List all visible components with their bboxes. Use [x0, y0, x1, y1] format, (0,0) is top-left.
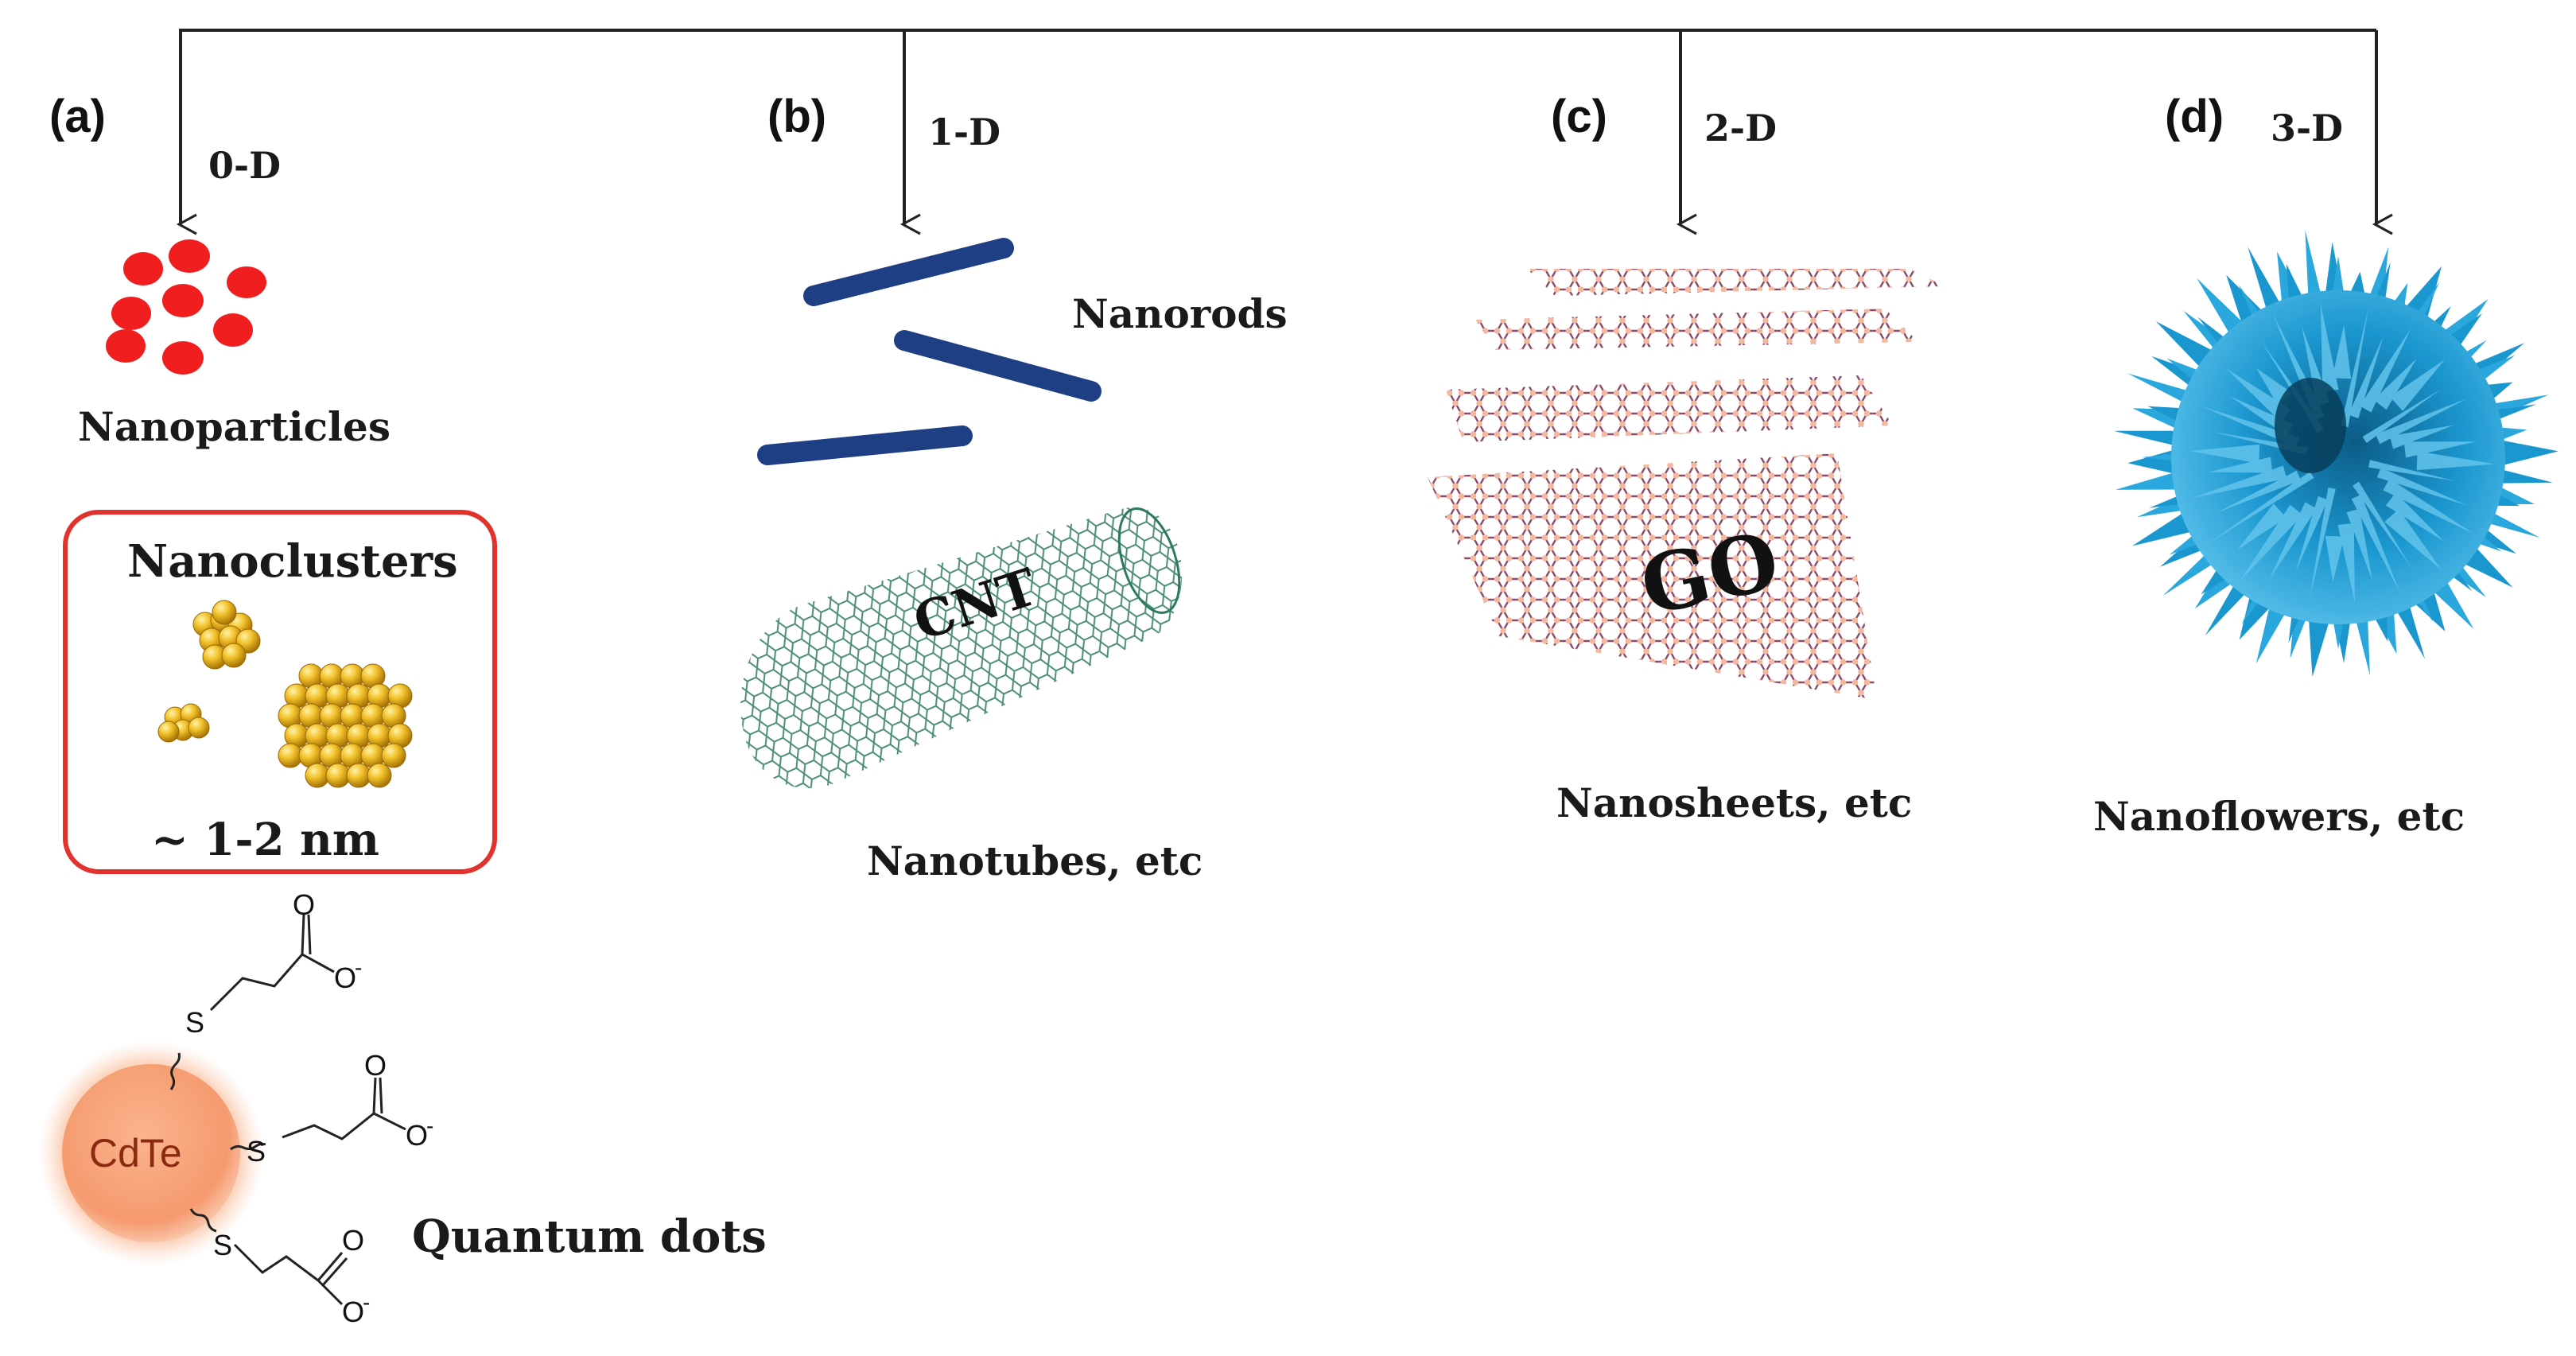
sulfur-label-3: S [213, 1229, 233, 1261]
oxygen-label-3: O [342, 1224, 365, 1257]
nanoflowers-label: Nanoflowers, etc [2093, 793, 2465, 840]
nanorods-label: Nanorods [1072, 290, 1288, 337]
cluster-size-label: ~ 1-2 nm [151, 814, 380, 866]
nanoparticles-graphic [106, 239, 266, 375]
nanoparticles-label: Nanoparticles [78, 403, 390, 450]
carboxylate-label-3: O [342, 1296, 365, 1328]
quantum-dots-label: Quantum dots [412, 1210, 767, 1263]
carboxylate-label-1: O [334, 962, 357, 994]
charge-label-3: - [363, 1290, 371, 1315]
graphene-oxide-sheets-graphic [1428, 269, 1945, 700]
nanorods-graphic [757, 238, 1102, 465]
panel-label-a: (a) [49, 91, 106, 142]
oxygen-label-2: O [364, 1049, 387, 1082]
nanotubes-label: Nanotubes, etc [867, 837, 1203, 884]
charge-label-1: - [355, 955, 363, 980]
quantum-dot-graphic [38, 914, 406, 1306]
cdte-core-label: CdTe [89, 1131, 182, 1175]
oxygen-label-1: O [293, 888, 316, 921]
carbon-nanotube-graphic [740, 507, 1183, 789]
ligand-chain-3 [233, 1243, 319, 1282]
sulfur-label-1: S [185, 1006, 205, 1039]
charge-label-2: - [426, 1113, 434, 1138]
nanosheets-label: Nanosheets, etc [1556, 779, 1913, 826]
tree-connector [176, 29, 2393, 235]
carboxylate-label-2: O [406, 1119, 429, 1152]
dimension-label-2d: 2-D [1704, 107, 1777, 150]
dimension-label-3d: 3-D [2271, 107, 2343, 150]
nanoflower-graphic [2114, 230, 2559, 678]
panel-label-d: (d) [2165, 91, 2224, 142]
panel-label-b: (b) [767, 91, 827, 142]
wavy-bond [230, 1142, 266, 1151]
panel-label-c: (c) [1551, 91, 1607, 142]
nanoclusters-label: Nanoclusters [127, 535, 458, 588]
ligand-chain-2 [282, 1112, 375, 1140]
dimension-label-0d: 0-D [208, 144, 281, 187]
nanoclusters-box [63, 510, 497, 874]
wavy-bond [169, 1052, 181, 1090]
sulfur-label-2: S [247, 1135, 266, 1168]
nanoclusters-graphic [157, 600, 413, 788]
wavy-bond [189, 1208, 217, 1233]
dimension-label-1d: 1-D [928, 111, 1000, 153]
ligand-chain-1 [209, 954, 304, 1012]
